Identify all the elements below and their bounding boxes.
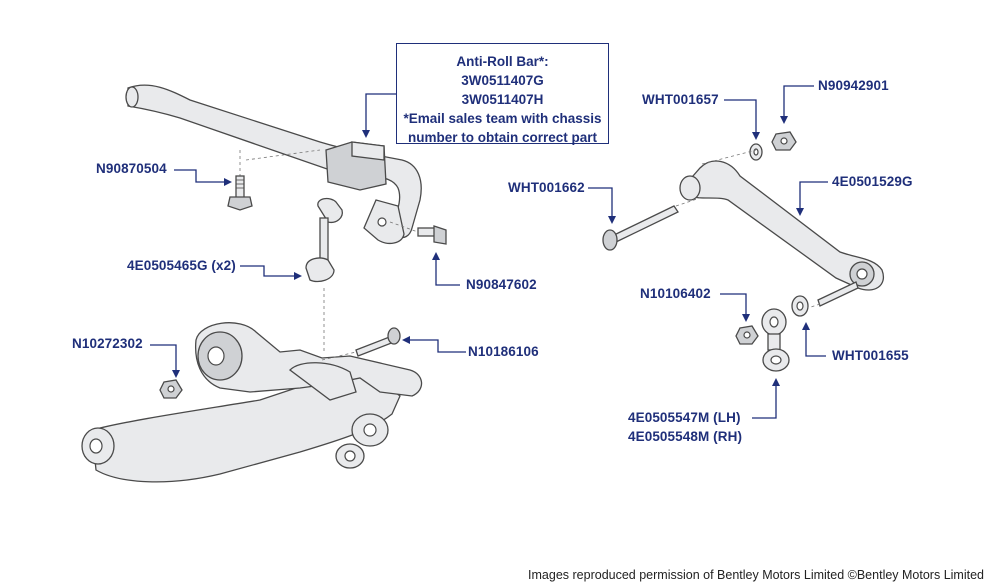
nut-n10106402: [735, 325, 759, 345]
label-4e0505547m: 4E0505547M (LH): [628, 410, 741, 425]
callout-line-4: *Email sales team with chassis: [403, 111, 602, 126]
copyright-credit: Images reproduced permission of Bentley …: [528, 568, 984, 582]
label-wht001662: WHT001662: [508, 180, 585, 195]
bolt-n90870504: [227, 150, 253, 211]
bolt-n90847602: [389, 221, 447, 245]
washer-wht001655: [791, 295, 809, 317]
drop-link-4e0505465g: [305, 197, 343, 352]
label-4e0505465g: 4E0505465G (x2): [127, 258, 236, 273]
bolt-n10186106: [321, 327, 401, 361]
nut-n10272302: [159, 379, 183, 399]
callout-line-2: 3W0511407G: [461, 73, 544, 88]
callout-line-1: Anti-Roll Bar*:: [456, 54, 549, 69]
washer-wht001657: [749, 143, 763, 161]
anti-roll-bar-callout: Anti-Roll Bar*: 3W0511407G 3W0511407H *E…: [396, 43, 609, 145]
label-n90870504: N90870504: [96, 161, 167, 176]
label-wht001655: WHT001655: [832, 348, 909, 363]
callout-line-5: number to obtain correct part: [407, 130, 598, 145]
link-arm-4e0501529g: [679, 160, 884, 291]
nut-n90942901: [771, 131, 797, 151]
bolt-wht001662: [602, 197, 701, 251]
lower-control-arm: [81, 322, 423, 483]
label-4e0505548m: 4E0505548M (RH): [628, 429, 743, 444]
label-n90942901: N90942901: [818, 78, 889, 93]
label-n10272302: N10272302: [72, 336, 143, 351]
label-n10186106: N10186106: [468, 344, 539, 359]
label-n10106402: N10106402: [640, 286, 711, 301]
label-4e0501529g: 4E0501529G: [832, 174, 913, 189]
callout-line-3: 3W0511407H: [461, 92, 544, 107]
link-4e0505547m: [761, 308, 790, 372]
label-n90847602: N90847602: [466, 277, 537, 292]
anti-roll-bar: [125, 84, 422, 245]
leader-lines: [150, 85, 828, 419]
stud-end: [817, 281, 859, 307]
label-wht001657: WHT001657: [642, 92, 719, 107]
